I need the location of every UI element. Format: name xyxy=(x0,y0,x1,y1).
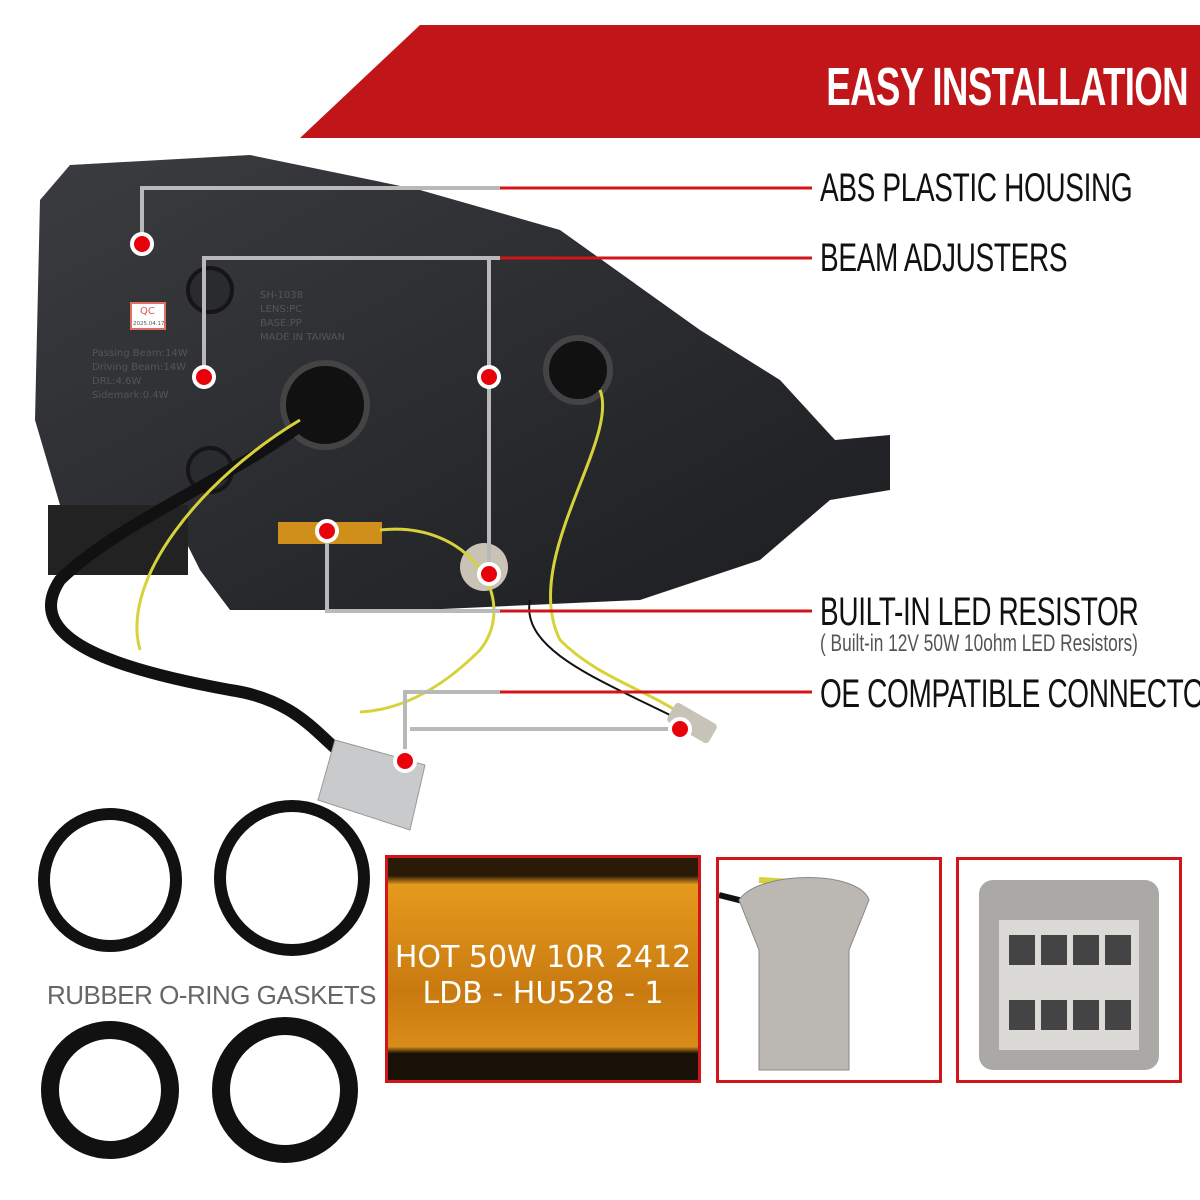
resistor-text-line1: HOT 50W 10R 2412 xyxy=(394,940,692,975)
bulb-socket-closeup xyxy=(716,857,942,1083)
red-leader-lines xyxy=(500,186,812,694)
callout-beam-adjusters: BEAM ADJUSTERS xyxy=(820,236,1068,280)
header-banner xyxy=(300,25,1200,138)
spec-text: Passing Beam:14W xyxy=(92,348,188,359)
material-text: SH-1038 xyxy=(260,290,303,301)
callout-dots xyxy=(130,232,692,773)
callout-led-resistor-sub: ( Built-in 12V 50W 10ohm LED Resistors) xyxy=(820,630,1138,657)
spec-text: Driving Beam:14W xyxy=(92,362,186,373)
callout-abs-housing: ABS PLASTIC HOUSING xyxy=(820,166,1133,210)
resistor-text-line2: LDB - HU528 - 1 xyxy=(422,976,664,1011)
callout-oe-connectors: OE COMPATIBLE CONNECTORS xyxy=(820,672,1200,716)
leader-lines xyxy=(140,186,680,761)
headlight-illustration: QC 2025.04.17 Passing Beam:14W Driving B… xyxy=(35,155,890,831)
material-text: LENS:PC xyxy=(260,304,302,315)
headlight-housing: QC 2025.04.17 Passing Beam:14W Driving B… xyxy=(35,155,890,610)
callout-led-resistor: BUILT-IN LED RESISTOR xyxy=(820,590,1139,634)
material-text: MADE IN TAIWAN xyxy=(260,332,345,343)
banner-title: EASY INSTALLATION xyxy=(826,57,1188,117)
spec-text: DRL:4.6W xyxy=(92,376,141,387)
qc-date: 2025.04.17 xyxy=(133,321,165,327)
connector-closeup xyxy=(956,857,1182,1083)
gaskets-label: RUBBER O-RING GASKETS xyxy=(47,980,377,1010)
o-ring-gaskets xyxy=(38,800,370,1163)
resistor-closeup: HOT 50W 10R 2412 LDB - HU528 - 1 xyxy=(385,855,701,1083)
qc-label: QC xyxy=(140,306,155,317)
material-text: BASE:PP xyxy=(260,318,302,329)
spec-text: Sidemark:0.4W xyxy=(92,390,169,401)
